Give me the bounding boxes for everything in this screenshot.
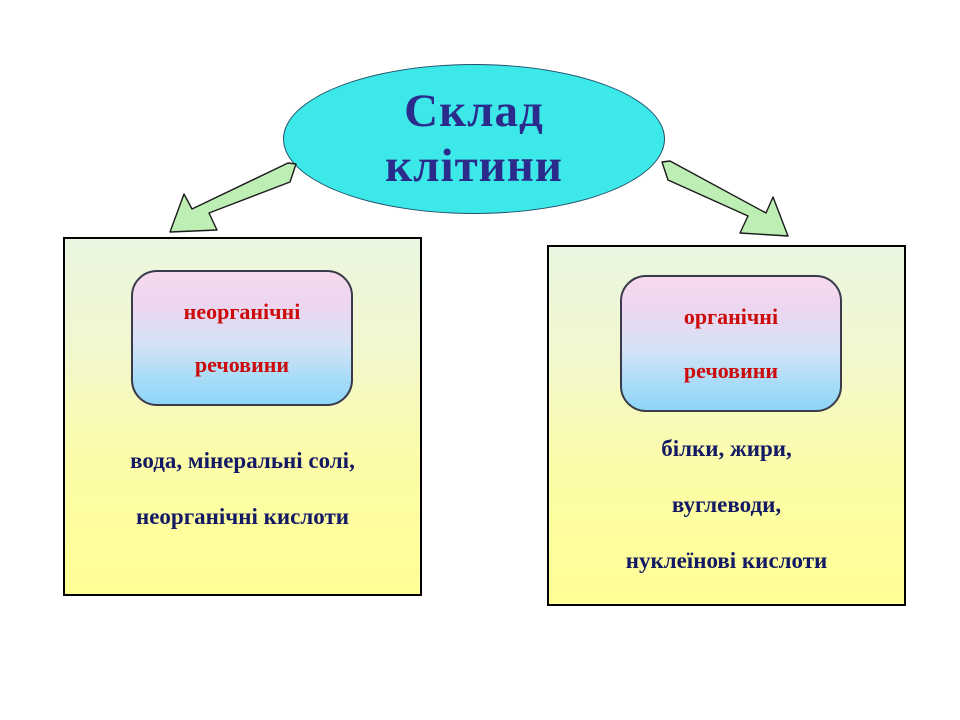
card-organic-line-1: органічні xyxy=(683,304,779,330)
list-item: нуклеїнові кислоти xyxy=(625,548,828,573)
group-box-organic: органічні речовини білки, жири, вуглевод… xyxy=(547,245,906,606)
list-item: білки, жири, xyxy=(661,436,792,461)
list-inorganic: вода, мінеральні солі, неорганічні кисло… xyxy=(65,449,420,528)
card-organic-line-2: речовини xyxy=(683,357,779,383)
list-item: неорганічні кислоти xyxy=(135,504,350,529)
page-title-line-1: Склад xyxy=(404,85,544,138)
arrow-to-inorganic-icon xyxy=(168,160,298,240)
card-organic: органічні речовини xyxy=(620,275,842,412)
card-inorganic-line-2: речовини xyxy=(194,352,290,377)
card-inorganic-line-1: неорганічні xyxy=(183,298,301,324)
page-title-line-2: клітини xyxy=(385,140,563,192)
arrow-to-organic-icon xyxy=(660,160,790,248)
list-organic: білки, жири, вуглеводи, нуклеїнові кисло… xyxy=(549,437,904,572)
group-box-inorganic: неорганічні речовини вода, мінеральні со… xyxy=(63,237,422,596)
card-inorganic: неорганічні речовини xyxy=(131,270,353,406)
list-item: вуглеводи, xyxy=(671,492,782,517)
list-item: вода, мінеральні солі, xyxy=(130,448,355,473)
title-ellipse: Склад клітини xyxy=(283,64,665,214)
